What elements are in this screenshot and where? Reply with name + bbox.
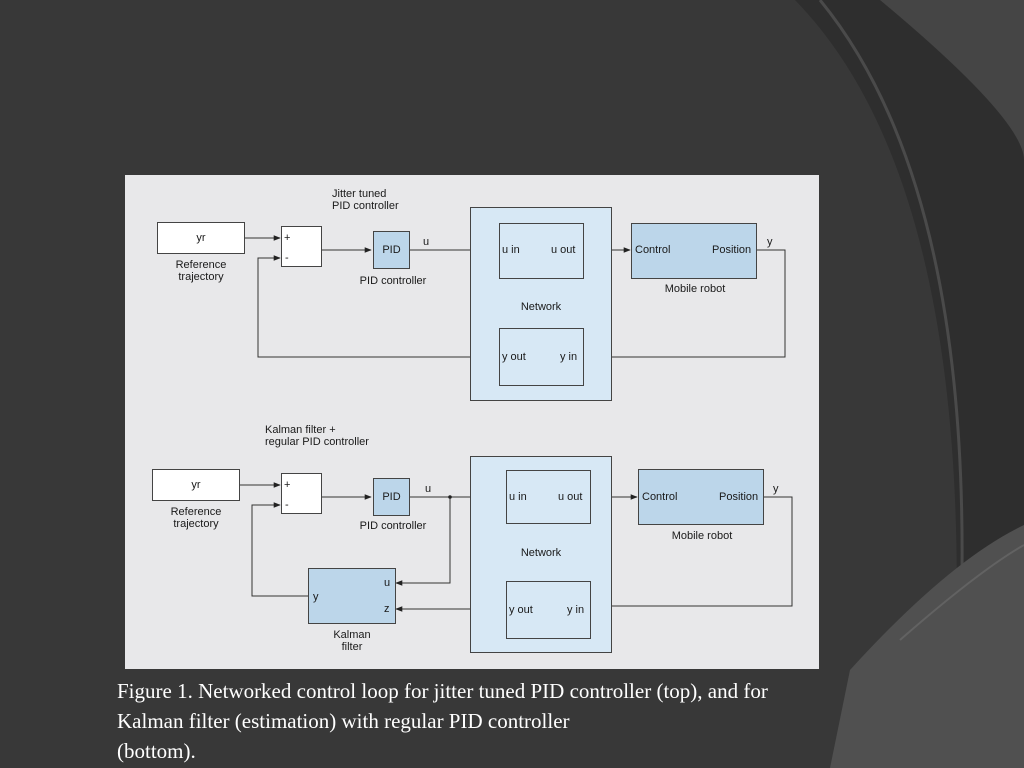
top-pid-block [373, 231, 410, 269]
bottom-junction-dot [448, 495, 452, 499]
top-u-label: u [423, 236, 430, 248]
kalman-y-port-label: y [313, 591, 319, 603]
top-minus-sign: - [285, 252, 289, 264]
bottom-plus-sign: + [284, 479, 291, 491]
bottom-mobile-robot-label: Mobile robot [671, 530, 733, 542]
bottom-u-out-label: u out [558, 491, 583, 503]
bottom-y-output-label: y [773, 483, 779, 495]
top-position-label: Position [712, 244, 752, 256]
bottom-line-kalman-y-to-sum [251, 502, 308, 597]
bottom-line-u-to-kalman-u [395, 497, 451, 586]
top-u-out-label: u out [551, 244, 576, 256]
bottom-y-in-label: y in [567, 604, 585, 616]
top-pid-label: PID [382, 244, 401, 256]
top-y-out-label: y out [502, 351, 526, 363]
top-line-yout-to-sum [257, 255, 499, 358]
bottom-pid-controller-label: PID controller [359, 520, 427, 532]
top-control-label: Control [635, 244, 671, 256]
top-sum-block [281, 226, 322, 267]
bottom-mobile-robot-block [638, 469, 764, 525]
top-yout-yin-block [499, 328, 584, 386]
kalman-filter-label: Kalman filter [333, 629, 371, 653]
figure-diagram: Jitter tuned PID controller yr Reference… [125, 175, 819, 669]
bottom-u-in-label: u in [509, 491, 527, 503]
bottom-title: Kalman filter + regular PID controller [265, 424, 369, 448]
top-mobile-robot-block [631, 223, 757, 279]
caption-line: (bottom). [117, 739, 196, 763]
bottom-position-label: Position [719, 491, 759, 503]
bottom-yr-block [152, 469, 240, 501]
kalman-z-port-label: z [384, 603, 390, 615]
top-y-in-label: y in [560, 351, 578, 363]
bottom-control-label: Control [642, 491, 678, 503]
bottom-y-out-label: y out [509, 604, 533, 616]
top-ref-label: Reference trajectory [175, 259, 227, 283]
kalman-u-port-label: u [384, 577, 391, 589]
top-plus-sign: + [284, 232, 291, 244]
top-mobile-robot-label: Mobile robot [664, 283, 726, 295]
bottom-u-label: u [425, 483, 432, 495]
bottom-pid-block [373, 478, 410, 516]
top-u-in-label: u in [502, 244, 520, 256]
bottom-yout-yin-block [506, 581, 591, 639]
figure-caption: Figure 1. Networked control loop for jit… [117, 676, 937, 766]
caption-line: Figure 1. Networked control loop for jit… [117, 679, 768, 703]
bottom-yr-label: yr [191, 479, 201, 491]
top-title: Jitter tuned PID controller [332, 188, 399, 212]
bottom-uin-uout-block [506, 470, 591, 524]
top-network-label: Network [520, 301, 562, 313]
top-line-position-to-yin [585, 249, 786, 360]
bottom-line-position-to-yin [591, 496, 793, 609]
top-uin-uout-block [499, 223, 584, 279]
top-yr-block [157, 222, 245, 254]
top-pid-controller-label: PID controller [359, 275, 427, 287]
top-y-output-label: y [767, 236, 773, 248]
bottom-network-label: Network [520, 547, 562, 559]
kalman-filter-block [308, 568, 396, 624]
bottom-pid-label: PID [382, 491, 401, 503]
top-yr-label: yr [196, 232, 206, 244]
bottom-ref-label: Reference trajectory [170, 506, 222, 530]
bottom-minus-sign: - [285, 499, 289, 511]
caption-line: Kalman filter (estimation) with regular … [117, 709, 570, 733]
bottom-sum-block [281, 473, 322, 514]
